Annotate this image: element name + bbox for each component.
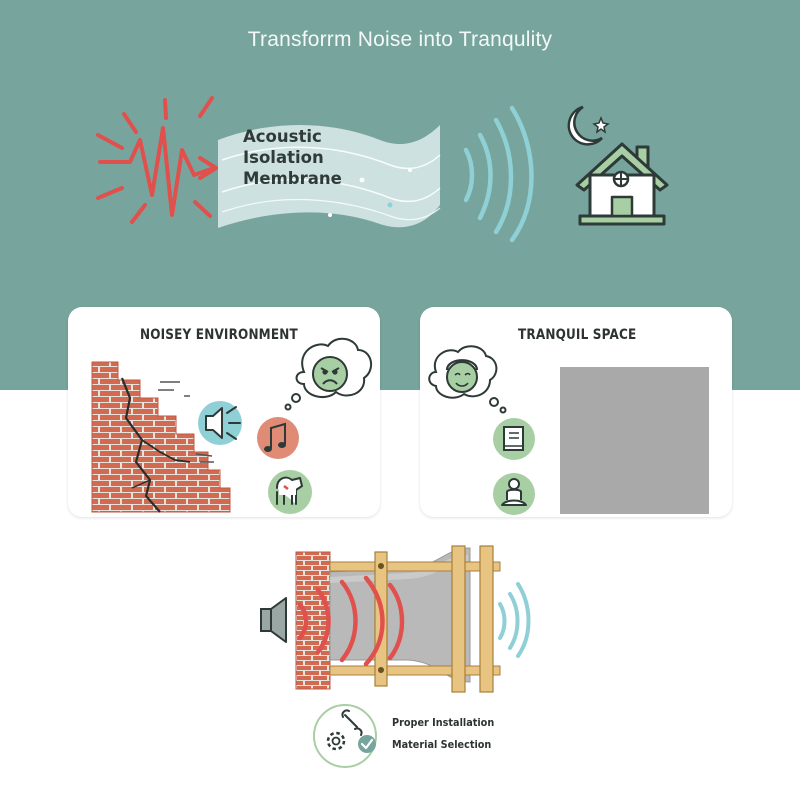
barking-dog-icon [268,470,312,514]
page-title: Transforrm Noise into Tranqulity [247,28,553,51]
house-icon [575,142,669,226]
noise-burst-icon [96,96,218,224]
tranquil-panel-title: TRANQUIL SPACE [518,327,637,343]
installation-badge-icon [313,704,377,768]
acoustic-membrane-shape [218,125,441,228]
membrane-label-line2: Isolation [243,148,324,167]
checkmark-icon [358,735,376,753]
speaker-icon [260,597,287,643]
calm-sound-waves-icon [463,105,534,243]
membrane-label-line3: Membrane [243,169,342,188]
moon-icon [567,105,603,146]
wrench-icon [341,709,363,736]
reduced-sound-waves-icon [498,582,531,658]
book-icon [493,418,535,460]
star-icon [592,115,610,134]
gear-icon [326,731,346,751]
noisy-panel-title: NOISEY ENVIRONMENT [140,327,298,343]
footer-material-selection: Material Selection [392,738,492,751]
calm-face-thought-bubble [428,345,507,414]
image-placeholder [560,367,709,514]
music-notes-icon [257,417,299,459]
membrane-label: Acoustic Isolation Membrane [243,126,342,189]
loud-speaker-icon [198,401,242,445]
membrane-label-line1: Acoustic [243,127,322,146]
meditation-icon [493,473,535,515]
cracked-brick-wall [91,361,231,513]
footer-proper-installation: Proper Installation [392,716,495,729]
noise-waves-icon [297,575,405,667]
angry-face-thought-bubble [284,337,373,411]
